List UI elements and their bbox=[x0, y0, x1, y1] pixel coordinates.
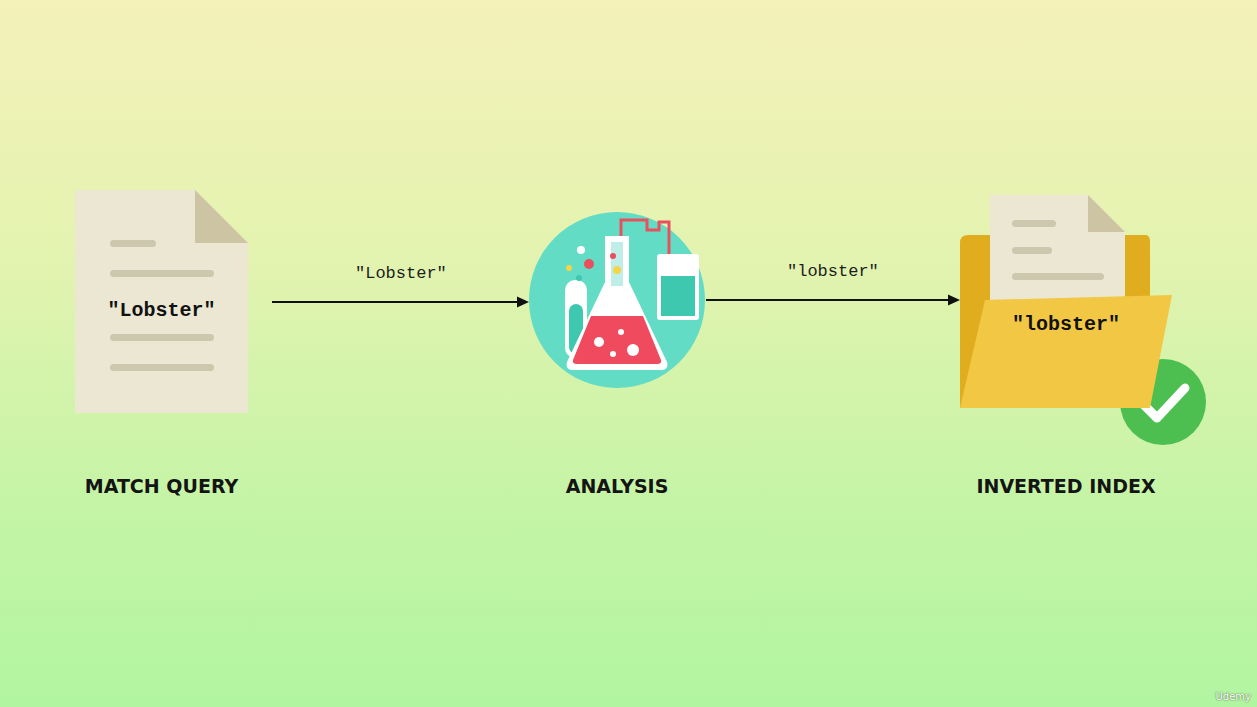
node-heading: INVERTED INDEX bbox=[880, 475, 1252, 497]
arrow-connector bbox=[706, 295, 960, 306]
folder-icon bbox=[960, 195, 1172, 410]
inverted-index-folder: "lobster"INVERTED INDEX bbox=[960, 195, 1172, 410]
node-heading: MATCH QUERY bbox=[0, 475, 328, 497]
arrow-connector bbox=[272, 297, 529, 308]
lab-flask-icon bbox=[529, 212, 705, 388]
edge-label: "lobster" bbox=[787, 262, 879, 281]
index-term: "lobster" bbox=[880, 313, 1252, 336]
watermark: Udemy bbox=[1216, 691, 1251, 702]
analysis-circle: ANALYSIS bbox=[529, 212, 705, 388]
node-heading: ANALYSIS bbox=[449, 475, 785, 497]
match-query-document: "Lobster"MATCH QUERY bbox=[75, 190, 248, 413]
query-term: "Lobster" bbox=[0, 299, 328, 322]
edge-label: "Lobster" bbox=[355, 264, 447, 283]
